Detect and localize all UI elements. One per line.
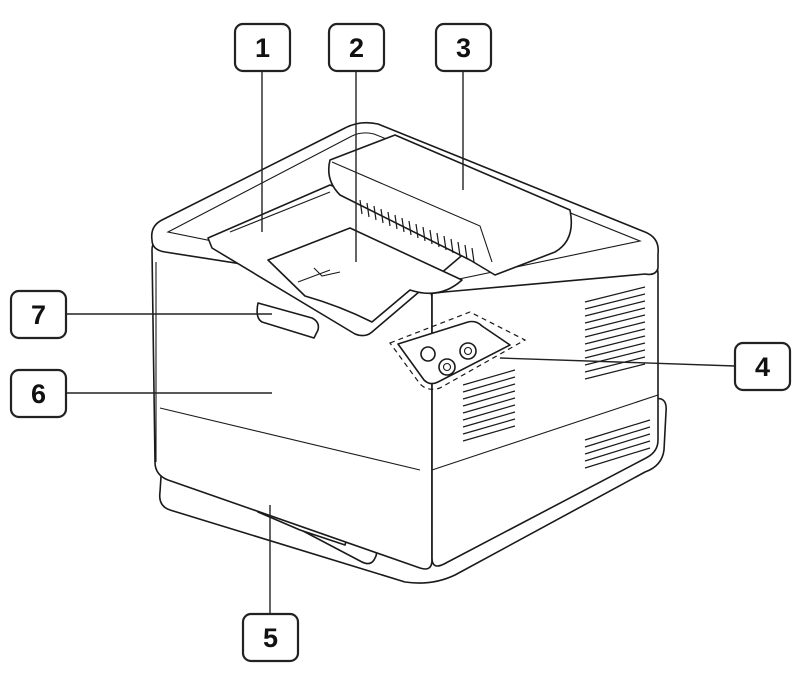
callout-1-label: 1 [255, 33, 270, 63]
side-vents-mid [462, 369, 516, 442]
callout-6-label: 6 [31, 379, 46, 409]
callout-5: 5 [241, 612, 300, 663]
callout-4-label: 4 [755, 352, 770, 382]
callout-6: 6 [9, 368, 68, 419]
top-cover-flap [327, 134, 573, 276]
callout-2: 2 [327, 22, 386, 73]
callout-3: 3 [434, 22, 493, 73]
callout-7: 7 [9, 289, 68, 340]
front-cover-handle [256, 302, 320, 339]
callout-5-label: 5 [263, 623, 278, 653]
control-panel [397, 320, 511, 385]
leader-4 [499, 357, 736, 367]
side-vents-bottom [584, 419, 651, 469]
callout-1: 1 [233, 22, 292, 73]
printer-illustration [150, 121, 667, 584]
callout-2-label: 2 [349, 33, 364, 63]
callout-3-label: 3 [456, 33, 471, 63]
side-vents-top [584, 286, 646, 380]
callout-4: 4 [733, 341, 792, 392]
leader-lines [66, 70, 736, 614]
paper-support [267, 227, 463, 323]
callout-7-label: 7 [31, 300, 46, 330]
